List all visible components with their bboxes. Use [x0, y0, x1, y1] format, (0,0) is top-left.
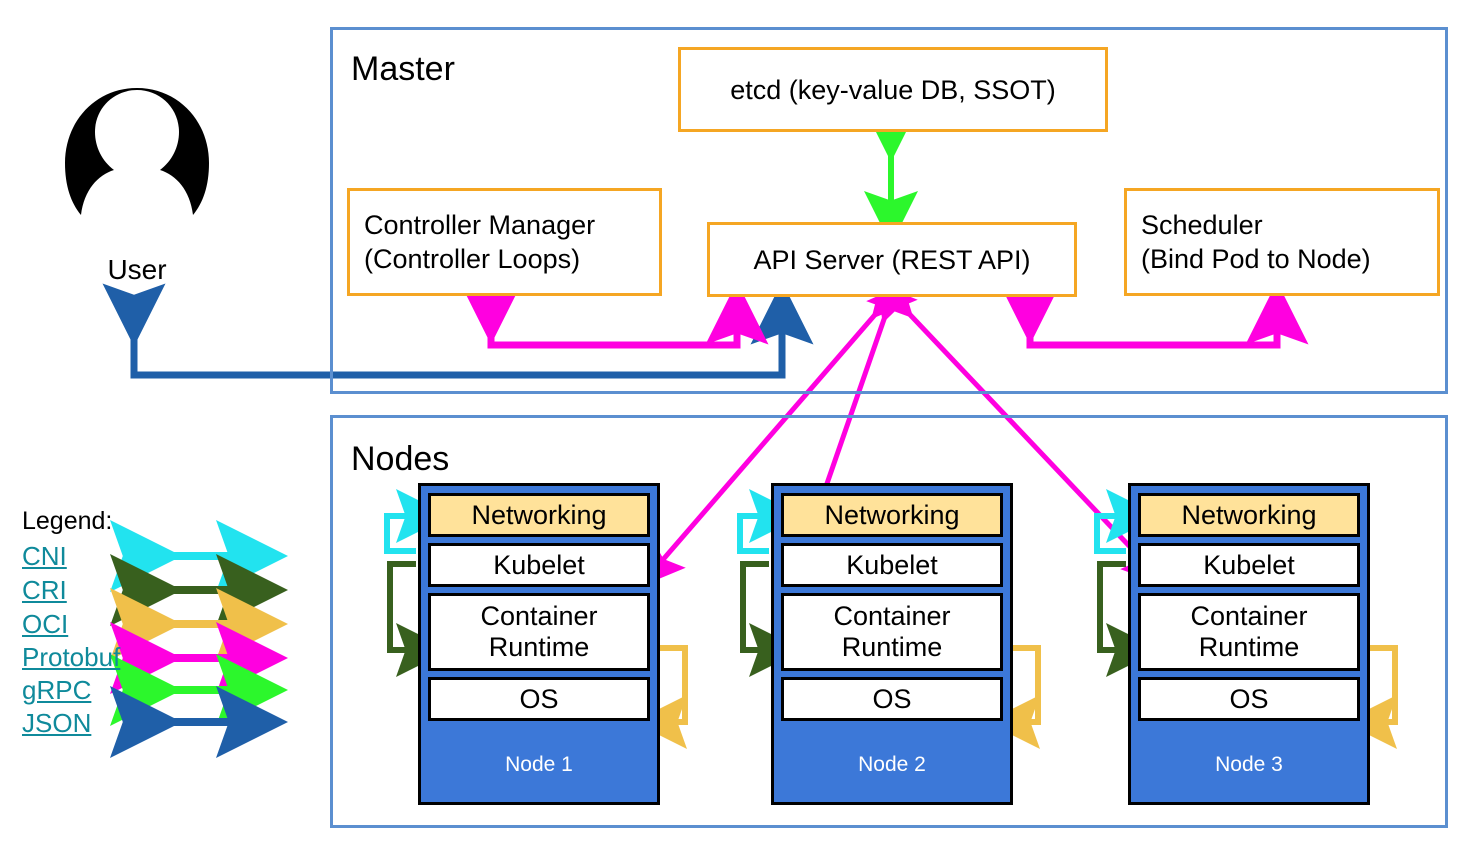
controller-manager-label: Controller Manager (Controller Loops) [364, 210, 596, 274]
scheduler-label: Scheduler (Bind Pod to Node) [1141, 210, 1371, 274]
node-2-os-row[interactable]: OS [781, 677, 1003, 721]
nodes-title: Nodes [351, 440, 450, 478]
node-1-networking-row[interactable]: Networking [428, 493, 650, 537]
node-2-os-label: OS [872, 683, 912, 714]
node-1-kubelet-row[interactable]: Kubelet [428, 543, 650, 587]
node-3-runtime-row[interactable]: Container Runtime [1138, 593, 1360, 671]
node-3[interactable]: Networking Kubelet Container Runtime OS … [1128, 483, 1370, 805]
legend-item-protobuf[interactable]: Protobuf [22, 642, 121, 672]
node-2-networking-label: Networking [824, 499, 960, 530]
node-1-label: Node 1 [505, 753, 573, 776]
scheduler-box[interactable]: Scheduler (Bind Pod to Node) [1124, 188, 1440, 296]
master-group [330, 27, 1448, 394]
node-3-networking-row[interactable]: Networking [1138, 493, 1360, 537]
node-1-networking-label: Networking [471, 499, 607, 530]
node-1-runtime-row[interactable]: Container Runtime [428, 593, 650, 671]
node-1-kubelet-label: Kubelet [493, 549, 585, 580]
user-label: User [107, 254, 167, 285]
node-2-label: Node 2 [858, 753, 926, 776]
legend-item-cri[interactable]: CRI [22, 575, 67, 605]
legend-item-grpc[interactable]: gRPC [22, 675, 92, 705]
node-3-os-row[interactable]: OS [1138, 677, 1360, 721]
node-3-os-label: OS [1229, 683, 1269, 714]
etcd-box[interactable]: etcd (key-value DB, SSOT) [678, 47, 1108, 132]
user-avatar-icon [65, 88, 209, 215]
api-server-label: API Server (REST API) [753, 244, 1031, 275]
node-2-kubelet-label: Kubelet [846, 549, 938, 580]
node-3-networking-label: Networking [1181, 499, 1317, 530]
node-2-kubelet-row[interactable]: Kubelet [781, 543, 1003, 587]
node-3-runtime-label: Container Runtime [1190, 601, 1308, 662]
node-2[interactable]: Networking Kubelet Container Runtime OS … [771, 483, 1013, 805]
node-2-runtime-row[interactable]: Container Runtime [781, 593, 1003, 671]
node-1[interactable]: Networking Kubelet Container Runtime OS … [418, 483, 660, 805]
node-3-label: Node 3 [1215, 753, 1283, 776]
node-2-runtime-label: Container Runtime [833, 601, 951, 662]
api-server-box[interactable]: API Server (REST API) [707, 222, 1077, 297]
controller-manager-box[interactable]: Controller Manager (Controller Loops) [347, 188, 662, 296]
legend-item-oci[interactable]: OCI [22, 609, 69, 639]
legend-item-cni[interactable]: CNI [22, 541, 67, 571]
legend-item-json[interactable]: JSON [22, 708, 92, 738]
nodes-group [330, 415, 1448, 828]
master-title: Master [351, 50, 455, 88]
node-1-os-label: OS [519, 683, 559, 714]
node-1-runtime-label: Container Runtime [480, 601, 598, 662]
etcd-label: etcd (key-value DB, SSOT) [730, 74, 1056, 105]
node-1-os-row[interactable]: OS [428, 677, 650, 721]
legend-title: Legend: [22, 507, 113, 535]
node-2-networking-row[interactable]: Networking [781, 493, 1003, 537]
node-3-kubelet-row[interactable]: Kubelet [1138, 543, 1360, 587]
node-3-kubelet-label: Kubelet [1203, 549, 1295, 580]
